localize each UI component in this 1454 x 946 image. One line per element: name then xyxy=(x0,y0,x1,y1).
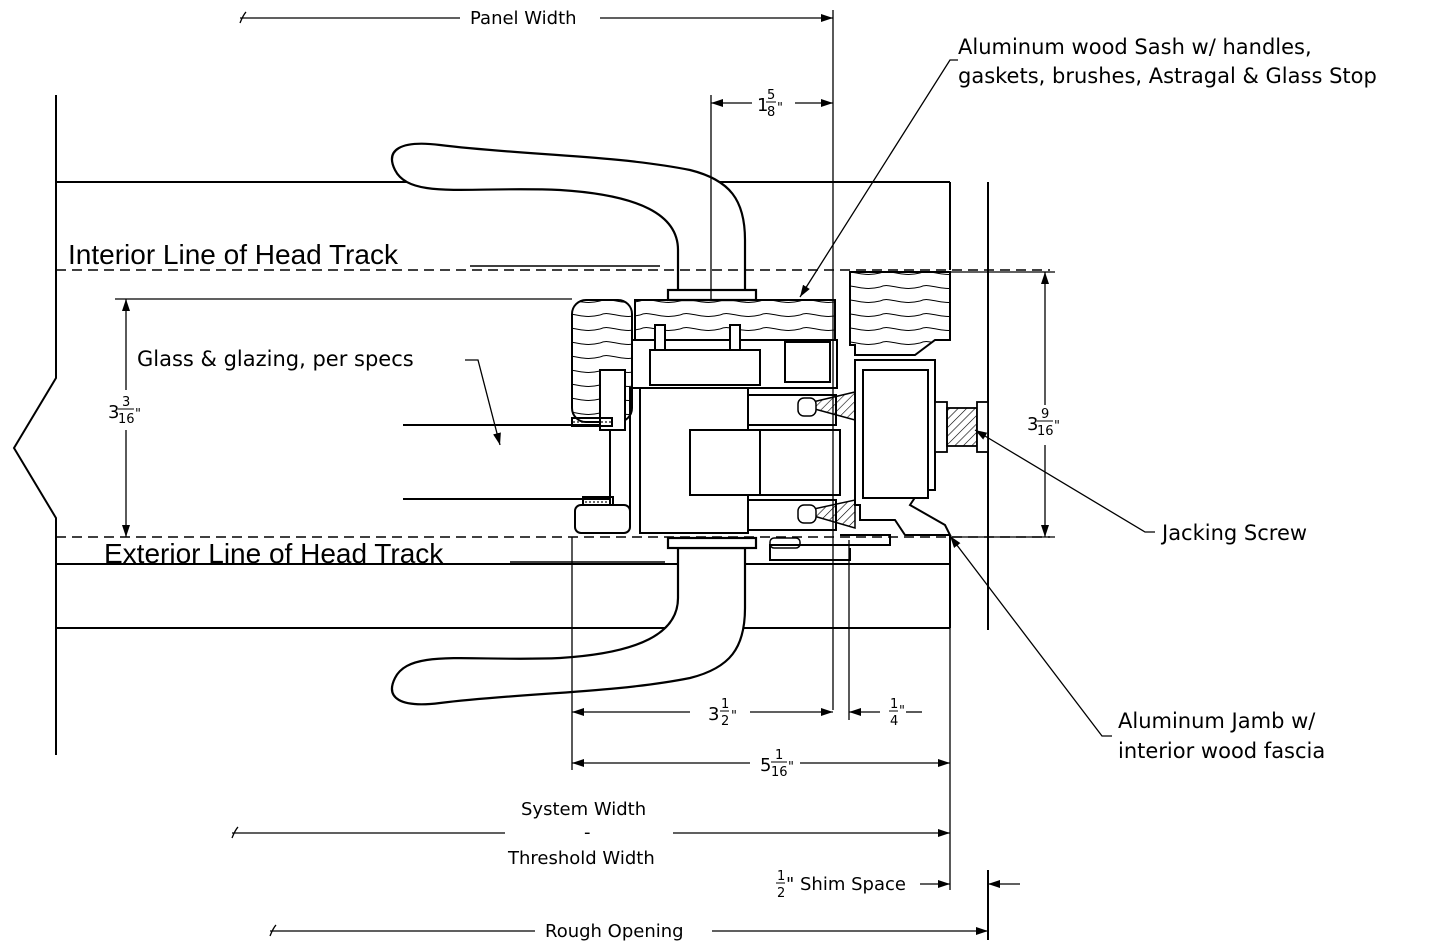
dim-3-9-16-whole: 3 xyxy=(1027,414,1038,435)
system-width-label: System Width xyxy=(521,799,646,820)
dim-3-1-2: 3 1 2 " xyxy=(708,697,737,729)
dim-3-3-16-den: 16 xyxy=(118,412,135,427)
dim-1-4-unit: " xyxy=(899,704,905,719)
shim-space-label: " Shim Space xyxy=(786,874,906,895)
head-track-lines xyxy=(56,265,1050,563)
dim-3-9-16-den: 16 xyxy=(1037,424,1054,439)
brushes xyxy=(769,391,856,549)
dim-3-1-2-whole: 3 xyxy=(708,704,719,725)
panel-width-label: Panel Width xyxy=(470,8,577,29)
dim-shim-den: 2 xyxy=(777,886,785,901)
leader-lines xyxy=(231,11,1155,937)
dimension-lines xyxy=(115,10,1055,935)
dim-1-5-8-den: 8 xyxy=(767,105,775,120)
jacking-screw xyxy=(934,401,989,453)
dim-3-9-16-unit: " xyxy=(1054,419,1060,434)
dim-1-5-8: 1 5 8 " xyxy=(757,88,783,120)
dim-3-9-16: 3 9 16 " xyxy=(1027,407,1060,439)
dim-5-1-16-whole: 5 xyxy=(760,755,771,776)
dim-shim-space: 1 2 " Shim Space xyxy=(776,869,906,901)
dim-3-9-16-num: 9 xyxy=(1041,407,1049,422)
dim-3-3-16-num: 3 xyxy=(122,395,130,410)
dim-1-5-8-unit: " xyxy=(777,101,783,116)
sash-profile xyxy=(571,324,841,534)
dim-1-4: 1 4 " xyxy=(889,697,905,729)
dim-3-1-2-den: 2 xyxy=(721,714,729,729)
glass-glazing-label: Glass & glazing, per specs xyxy=(137,347,414,371)
rough-opening-label: Rough Opening xyxy=(545,921,684,942)
handle-top xyxy=(390,142,758,302)
dim-shim-num: 1 xyxy=(777,869,785,884)
wall-and-panel xyxy=(12,95,989,940)
dim-3-1-2-num: 1 xyxy=(721,697,729,712)
dim-1-4-den: 4 xyxy=(890,714,898,729)
interior-line-label: Interior Line of Head Track xyxy=(68,239,399,270)
dim-1-5-8-num: 5 xyxy=(767,88,775,103)
sash-label-line1: Aluminum wood Sash w/ handles, xyxy=(958,35,1312,59)
jacking-screw-label: Jacking Screw xyxy=(1160,521,1307,545)
dim-3-3-16-unit: " xyxy=(135,407,141,422)
jamb-label-line1: Aluminum Jamb w/ xyxy=(1118,709,1316,733)
threshold-width-label: Threshold Width xyxy=(507,848,655,869)
jamb xyxy=(769,271,952,561)
dim-5-1-16-num: 1 xyxy=(775,748,783,763)
sash-label-line2: gaskets, brushes, Astragal & Glass Stop xyxy=(958,64,1377,88)
dim-3-3-16-whole: 3 xyxy=(108,402,119,423)
dim-1-4-num: 1 xyxy=(890,697,898,712)
dim-3-1-2-unit: " xyxy=(731,709,737,724)
dim-3-3-16: 3 3 16 " xyxy=(108,395,141,427)
jamb-label-line2: interior wood fascia xyxy=(1118,739,1325,763)
dim-5-1-16: 5 1 16 " xyxy=(760,748,794,780)
glass xyxy=(403,424,610,500)
handle-bottom xyxy=(390,536,758,706)
dim-5-1-16-unit: " xyxy=(788,760,794,775)
exterior-line-label: Exterior Line of Head Track xyxy=(104,538,444,569)
dim-1-5-8-whole: 1 xyxy=(757,95,768,116)
dash-label: - xyxy=(584,822,591,843)
dim-5-1-16-den: 16 xyxy=(771,765,788,780)
